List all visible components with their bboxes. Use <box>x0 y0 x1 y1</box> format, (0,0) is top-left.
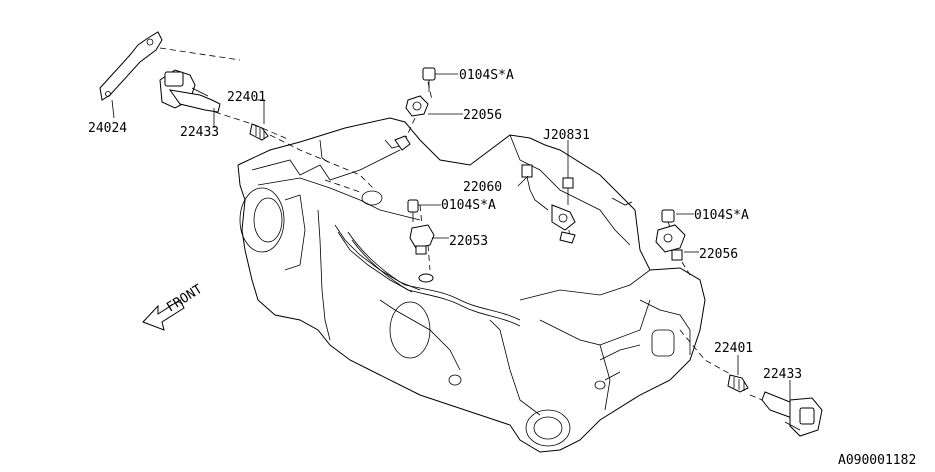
ignition-coil-left <box>159 69 221 113</box>
label-22056-right: 22056 <box>699 247 738 262</box>
label-22433-left: 22433 <box>180 125 219 140</box>
right-bolt-and-sensor <box>655 209 686 261</box>
label-22401-right: 22401 <box>714 341 753 356</box>
label-22401-left: 22401 <box>227 90 266 105</box>
spark-plug-right <box>727 374 749 393</box>
front-label: FRONT <box>164 282 205 316</box>
engine-block <box>237 117 706 453</box>
label-22056-top: 22056 <box>463 108 502 123</box>
label-0104s-right: 0104S*A <box>694 208 749 223</box>
label-22060: 22060 <box>463 180 502 195</box>
label-0104s-top: 0104S*A <box>459 68 514 83</box>
bracket-24024 <box>99 31 163 101</box>
label-24024: 24024 <box>88 121 127 136</box>
ignition-coil-right <box>761 391 823 437</box>
top-bolt-and-sensor <box>394 67 436 151</box>
knock-sensor <box>521 164 576 244</box>
label-22053: 22053 <box>449 234 488 249</box>
front-arrow-icon <box>142 299 185 331</box>
drawing-code: A090001182 <box>838 453 916 467</box>
label-0104s-mid: 0104S*A <box>441 198 496 213</box>
part-labels: 24024 22433 22401 0104S*A 22056 J20831 2… <box>88 68 916 468</box>
label-j20831: J20831 <box>543 128 590 143</box>
mid-bolt-and-sensor <box>407 199 435 283</box>
label-22433-right: 22433 <box>763 367 802 382</box>
callout-leaders <box>111 73 791 402</box>
spark-plug-left <box>249 123 269 141</box>
